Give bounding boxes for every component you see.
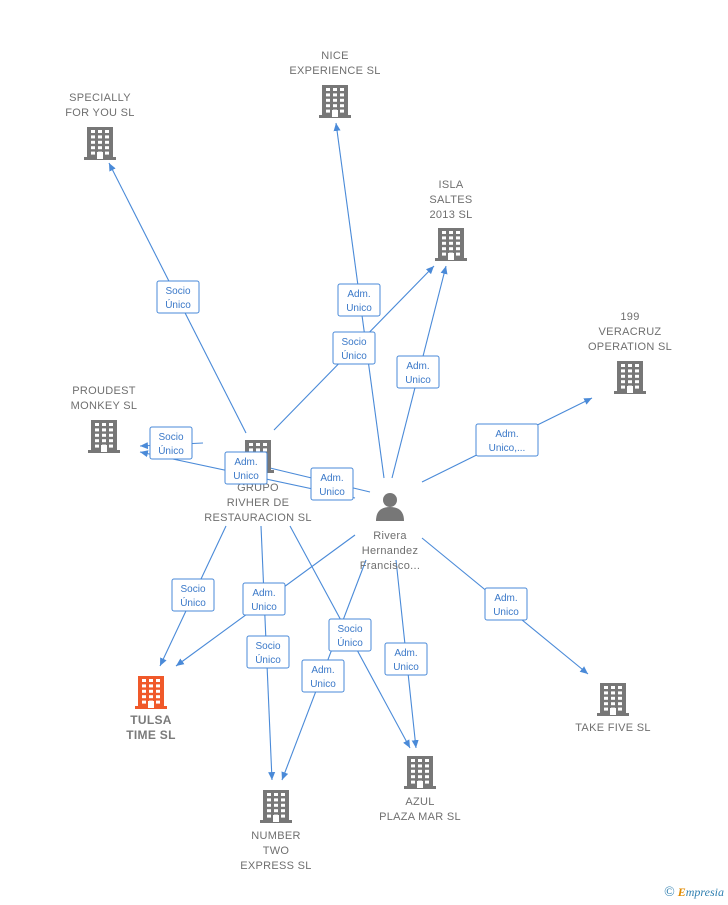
edge-label-text: Unico xyxy=(393,662,419,673)
node-nice[interactable]: NICE EXPERIENCE SL xyxy=(289,50,380,118)
edge-label-text: Adm. xyxy=(252,588,275,599)
node-label-line: RESTAURACION SL xyxy=(204,512,312,524)
building-icon xyxy=(435,228,467,261)
edge-label-text: Socio xyxy=(180,584,205,595)
building-icon xyxy=(135,676,167,709)
edge-label-text: Unico xyxy=(310,679,336,690)
edge-label-text: Adm. xyxy=(234,457,257,468)
node-label-line: OPERATION SL xyxy=(588,341,672,353)
building-icon xyxy=(614,361,646,394)
brand-name: mpresia xyxy=(685,885,724,899)
node-label-line: 199 xyxy=(620,311,639,323)
edge-label-text: Adm. xyxy=(311,665,334,676)
edge-label-rivera-veracruz[interactable]: Adm. Unico,... xyxy=(475,423,539,457)
node-rivera[interactable]: RiveraHernandezFrancisco... xyxy=(360,493,420,572)
brand-initial: E xyxy=(677,885,686,899)
edge-label-text: Adm. xyxy=(394,648,417,659)
node-label-line: 2013 SL xyxy=(429,209,472,221)
edge-label-text: Adm. xyxy=(347,289,370,300)
edge-label-rivera-proudest[interactable]: Adm. Unico xyxy=(310,467,354,501)
edge-label-text: Socio xyxy=(165,286,190,297)
node-proudest[interactable]: PROUDEST MONKEY SL xyxy=(71,385,138,453)
edge-label-text: Socio xyxy=(341,337,366,348)
node-label-line: GRUPO xyxy=(237,482,279,494)
edge-label-rivera-nice[interactable]: Adm. Unico xyxy=(337,283,381,317)
node-label-line: TWO xyxy=(263,845,290,857)
edge-label-text: Unico xyxy=(346,303,372,314)
node-label-line: TULSA xyxy=(130,713,172,727)
building-icon xyxy=(319,85,351,118)
node-number[interactable]: NUMBER TWO EXPRESS SL xyxy=(240,790,311,872)
node-label-line: Hernandez xyxy=(362,545,419,557)
edge-label-rivera-takefive[interactable]: Adm. Unico xyxy=(484,587,528,621)
edge-label-text: Adm. xyxy=(406,361,429,372)
node-label-line: PLAZA MAR SL xyxy=(379,811,461,823)
edge-label-text: Único xyxy=(165,298,191,311)
node-label-line: ISLA xyxy=(438,179,463,191)
edge-label-text: Único xyxy=(341,349,367,362)
node-label-line: Rivera xyxy=(373,530,407,542)
edge-label-rivera-isla[interactable]: Adm. Unico xyxy=(396,355,440,389)
node-label-line: FOR YOU SL xyxy=(65,107,134,119)
node-label-line: NICE xyxy=(321,50,348,62)
edge-label-text: Adm. xyxy=(320,473,343,484)
node-label-line: TIME SL xyxy=(126,728,175,742)
node-specially[interactable]: SPECIALLY FOR YOU SL xyxy=(65,92,134,160)
node-isla[interactable]: ISLA SALTES 2013 SL xyxy=(429,179,472,261)
node-label-line: EXPERIENCE SL xyxy=(289,65,380,77)
edge-label-text: Adm. xyxy=(494,593,517,604)
edge-label-text: Socio xyxy=(255,641,280,652)
nodes-layer: SPECIALLY FOR YOU SL NICE EXPERIENCE SL ISLA… xyxy=(65,50,672,872)
edge-label-text: Unico xyxy=(493,607,519,618)
node-takefive[interactable]: TAKE FIVE SL xyxy=(575,683,651,734)
edge-label-text: Unico xyxy=(233,471,259,482)
node-label-line: SALTES xyxy=(429,194,472,206)
edge-label-text: Único xyxy=(255,653,281,666)
copyright-icon: © xyxy=(664,885,675,900)
edge-label-text: Socio xyxy=(337,624,362,635)
edge-label-rivera-number[interactable]: Adm. Unico xyxy=(301,659,345,693)
edge-labels-layer: SocioÚnicoAdm.UnicoSocioÚnicoAdm.UnicoAd… xyxy=(149,280,539,693)
person-icon xyxy=(376,493,404,521)
building-icon xyxy=(404,756,436,789)
edge-label-text: Único xyxy=(158,444,184,457)
node-label-line: VERACRUZ xyxy=(599,326,662,338)
edge-label-rivera-grupo[interactable]: Adm. Unico xyxy=(224,451,268,485)
node-label-line: SPECIALLY xyxy=(69,92,131,104)
edge-label-text: Único xyxy=(180,596,206,609)
building-icon xyxy=(260,790,292,823)
node-label-line: PROUDEST xyxy=(72,385,136,397)
edge-label-text: Unico xyxy=(251,602,277,613)
edge-label-rivera-tulsa[interactable]: Adm. Unico xyxy=(242,582,286,616)
node-label-line: NUMBER xyxy=(251,830,300,842)
node-label-line: AZUL xyxy=(405,796,434,808)
brand-watermark: ©Empresia xyxy=(664,885,724,901)
edge-label-text: Unico xyxy=(405,375,431,386)
node-label-line: RIVHER DE xyxy=(227,497,290,509)
building-icon xyxy=(597,683,629,716)
node-label-line: EXPRESS SL xyxy=(240,860,311,872)
edge-label-rivera-azul[interactable]: Adm. Unico xyxy=(384,642,428,676)
node-label-line: Francisco... xyxy=(360,560,420,572)
building-icon xyxy=(84,127,116,160)
edge-label-text: Socio xyxy=(158,432,183,443)
node-azul[interactable]: AZUL PLAZA MAR SL xyxy=(379,756,461,823)
edge-label-text: Único xyxy=(337,636,363,649)
node-label-line: MONKEY SL xyxy=(71,400,138,412)
edge-label-text: Unico,... xyxy=(489,443,526,454)
edge-label-text: Unico xyxy=(319,487,345,498)
edge-label-text: Adm. xyxy=(495,429,518,440)
building-icon xyxy=(88,420,120,453)
node-label-line: TAKE FIVE SL xyxy=(575,722,651,734)
